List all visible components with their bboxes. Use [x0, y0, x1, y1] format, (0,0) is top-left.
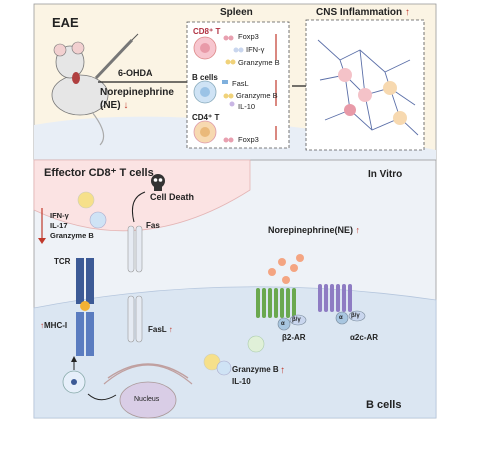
in-vitro-label: In Vitro [368, 169, 403, 180]
cns-title: CNS Inflammation ↑ [316, 8, 410, 18]
cytokine-il17: IL-17 [50, 221, 68, 230]
cd8-cell-membrane [33, 159, 251, 232]
ne-down-arrow: ↓ [123, 100, 129, 111]
marker-dots [222, 35, 244, 143]
alpha-subunit-2: α [339, 315, 343, 321]
bcell-marker-il10: IL-10 [238, 102, 256, 111]
mhc-label: ↑MHC-I [40, 322, 67, 330]
secreted-up-arrow: ↑ [280, 365, 285, 376]
nucleus-shape [119, 381, 177, 419]
bcell-marker-granzyme: Granzyme B [236, 91, 278, 100]
secreted-il10: IL-10 [232, 377, 251, 386]
er-membrane [107, 363, 189, 379]
cd4-marker-foxp3: Foxp3 [238, 135, 259, 144]
secreted-granzyme: Granzyme B [232, 365, 279, 374]
nucleus-to-mhc-arrow [87, 393, 117, 401]
alpha2c-ar-label: α2c-AR [350, 333, 379, 342]
cns-up-arrow: ↑ [404, 7, 410, 18]
mhc-complex [76, 312, 94, 356]
nucleus-label: Nucleus [134, 396, 160, 403]
fasl-text: FasL [148, 325, 167, 334]
ne-text: Norepinephrine(NE) [268, 225, 354, 235]
fas-to-death-arrow [131, 191, 146, 223]
cell-death-label: Cell Death [150, 192, 195, 202]
fasl-up-arrow: ↑ [168, 325, 173, 334]
cytokine-icons [77, 191, 107, 229]
beta2-g-protein [277, 314, 307, 331]
cd8-label: CD8⁺ T [193, 27, 221, 36]
fas-receptor [127, 225, 143, 273]
bcell-label: B cells [192, 73, 218, 82]
alpha-subunit-1: α [281, 321, 285, 327]
cd8-marker-ifng: IFN-γ [246, 45, 265, 54]
mhc-text: MHC-I [44, 321, 68, 330]
mouse-illustration [51, 41, 109, 146]
mhc-up-arrow: ↑ [40, 321, 44, 330]
ne-label-line2: (NE) ↓ [100, 101, 128, 111]
spleen-title: Spleen [220, 7, 253, 18]
fasl-label: FasL ↑ [148, 326, 173, 334]
cd8-marker-granzyme: Granzyme B [238, 58, 280, 67]
ne-receptor-label: Norepinephrine(NE) ↑ [268, 226, 360, 235]
eae-label: EAE [52, 15, 79, 30]
fasl-ligand [127, 295, 143, 343]
cd8-marker-foxp3: Foxp3 [238, 32, 259, 41]
betagamma-subunit-2: β/γ [351, 313, 360, 319]
ne-up-arrow: ↑ [355, 225, 361, 235]
effector-title: Effector CD8⁺ T cells [44, 167, 154, 179]
beta2-ar-label: β2-AR [282, 333, 306, 342]
skull-icon [151, 174, 165, 191]
ne-label-line1: Norepinephrine [100, 87, 174, 98]
tcr-label: TCR [54, 257, 71, 266]
cytokine-ifng: IFN-γ [50, 211, 69, 220]
bcell-marker-fasl: FasL [232, 79, 249, 88]
secreted-granules [203, 335, 265, 376]
ohda-label: 6-OHDA [118, 68, 153, 78]
alpha2c-g-protein [335, 310, 366, 325]
cd4-label: CD4⁺ T [192, 113, 220, 122]
syringe-icon [94, 33, 139, 80]
betagamma-subunit-1: β/γ [292, 317, 301, 323]
tcr-complex [76, 258, 94, 311]
cns-box [305, 19, 425, 151]
cns-cells [338, 68, 407, 125]
cytokine-granzyme: Granzyme B [50, 231, 94, 240]
bcells-title: B cells [366, 399, 402, 411]
cns-title-text: CNS Inflammation [316, 7, 403, 18]
ne-abbrev: (NE) [100, 100, 121, 111]
ne-molecules [268, 254, 304, 284]
fas-label: Fas [146, 221, 160, 230]
beta2-ar-receptor [256, 288, 296, 318]
alpha2c-ar-receptor [318, 284, 352, 312]
